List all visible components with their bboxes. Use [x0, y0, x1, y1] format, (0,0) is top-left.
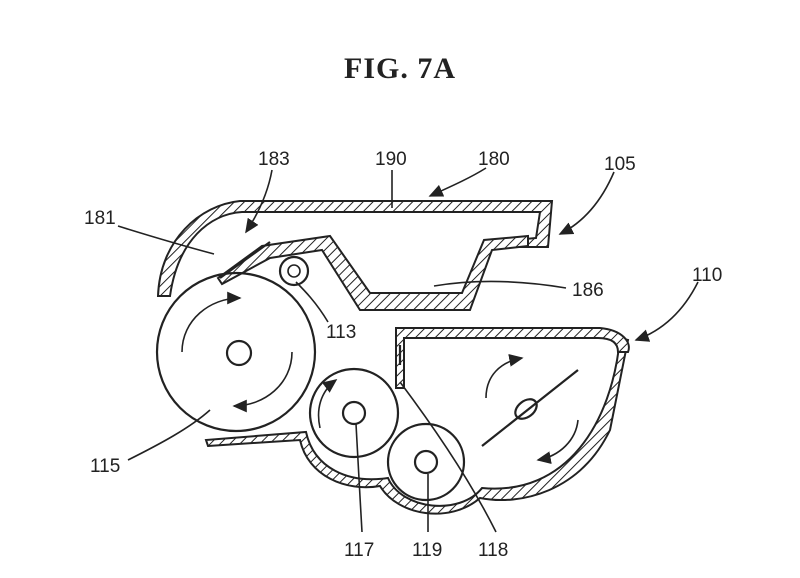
label-180: 180 [478, 149, 510, 170]
label-186: 186 [572, 280, 604, 301]
figure-title: FIG. 7A [344, 52, 456, 85]
label-118: 118 [478, 540, 508, 561]
doctor-blade [219, 241, 271, 279]
roller-117 [308, 367, 400, 459]
hopper-chamber-wall [395, 327, 630, 389]
leader-lines [117, 167, 699, 533]
roller-113 [278, 255, 310, 287]
label-183: 183 [258, 149, 290, 170]
label-181: 181 [84, 208, 116, 229]
label-105: 105 [604, 154, 636, 175]
agitator [481, 353, 579, 464]
label-119: 119 [412, 540, 442, 561]
label-190: 190 [375, 149, 407, 170]
label-115: 115 [90, 456, 120, 477]
label-113: 113 [326, 322, 356, 343]
roller-115 [155, 271, 317, 433]
label-110: 110 [692, 265, 722, 286]
roller-119 [386, 422, 466, 502]
inner-cavity-wall [216, 234, 529, 311]
label-117: 117 [344, 540, 374, 561]
